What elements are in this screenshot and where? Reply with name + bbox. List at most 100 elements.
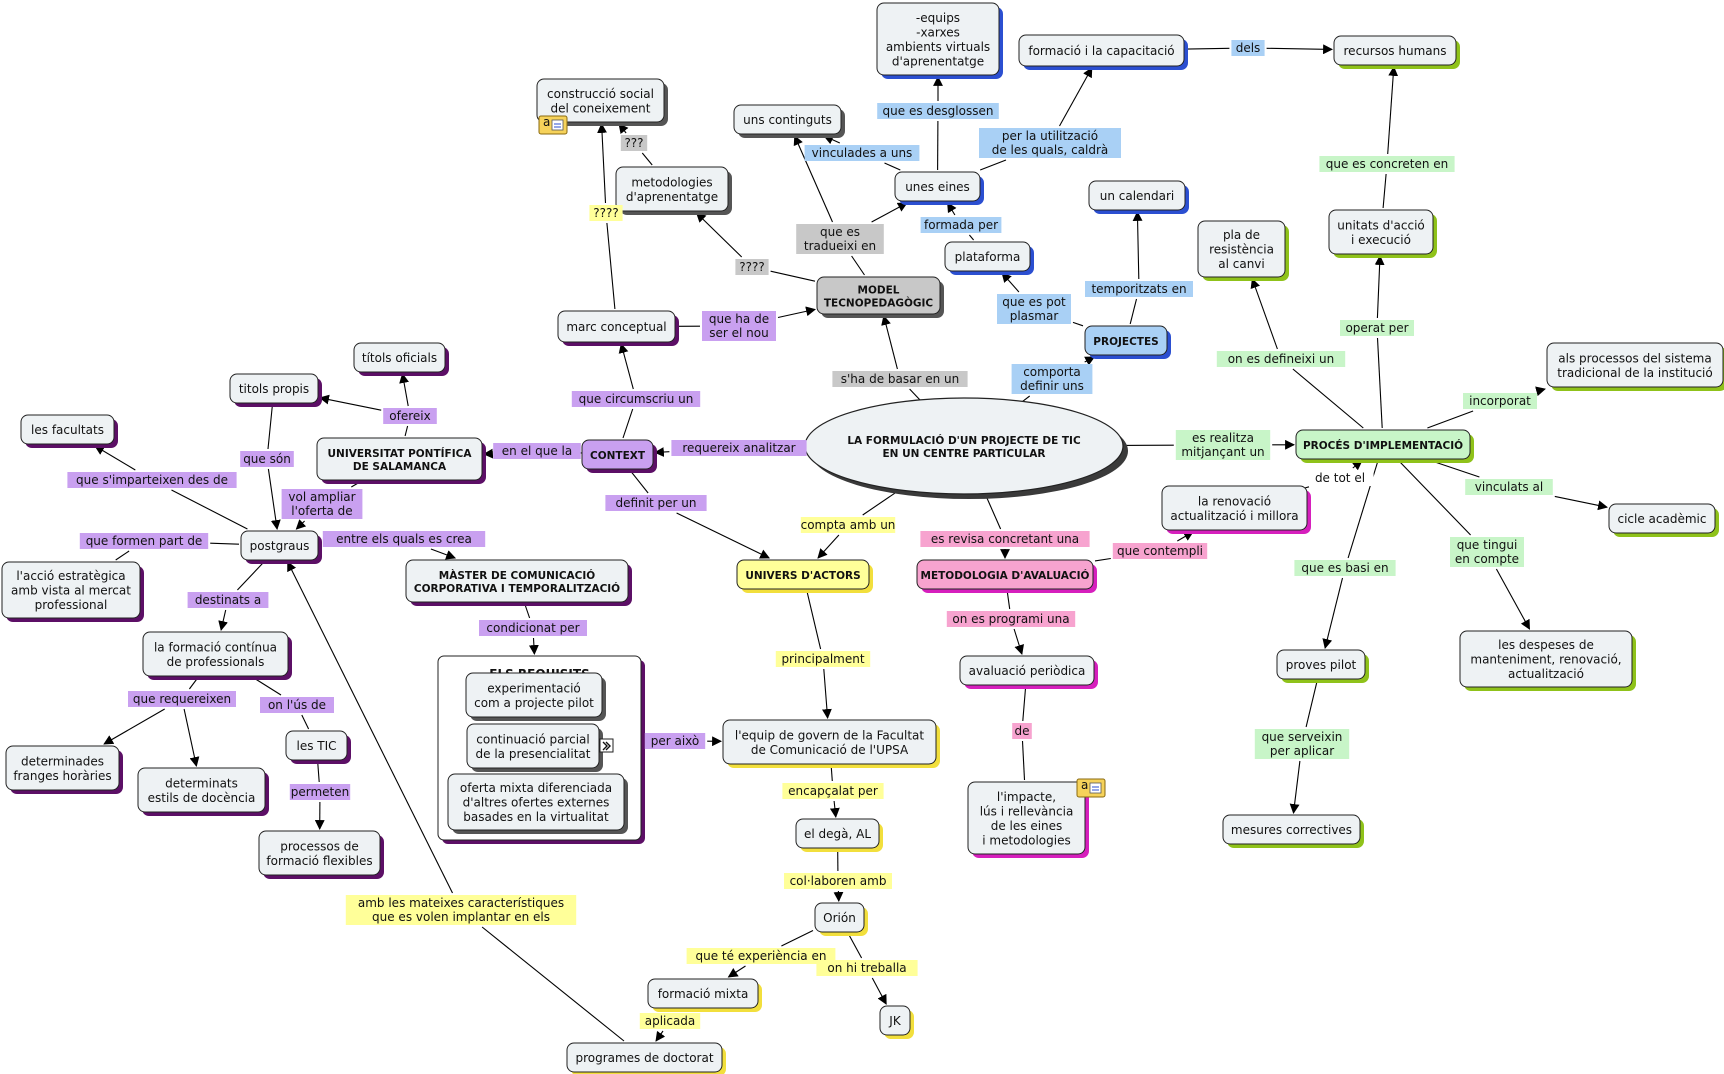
node-orion[interactable]: Orión [814,902,868,936]
link-label-l03: que circumscriu un [571,391,701,407]
node-formacio_mixta[interactable]: formació mixta [647,978,762,1012]
link-label-l31: principalment [775,651,871,667]
connector-line [1129,298,1138,325]
node-label: unes eines [905,180,970,194]
connector-line [806,590,822,650]
node-continguts[interactable]: uns continguts [733,104,845,138]
node-recursos[interactable]: recursos humans [1333,35,1460,69]
node-label: uns continguts [743,113,832,127]
connector-line [524,603,531,619]
node-programes[interactable]: programes de doctorat [566,1042,726,1074]
svg-text:que circumscriu un: que circumscriu un [579,392,694,406]
link-label-l41: ofereix [383,408,437,424]
node-label: proves pilot [1286,658,1357,672]
svg-text:que són: que són [243,452,291,466]
connector-line [1374,255,1385,319]
node-proces[interactable]: PROCÉS D'IMPLEMENTACIÓ [1295,429,1474,463]
node-titols_propis[interactable]: titols propis [229,373,322,407]
connector-line [817,534,840,559]
node-calendari[interactable]: un calendari [1088,180,1189,214]
connector-line [727,965,746,978]
connector-line [1132,211,1143,280]
svg-text:que formen part de: que formen part de [86,534,203,548]
connector-line [1250,278,1278,350]
node-univers[interactable]: UNIVERS D'ACTORS [736,559,873,593]
connector-line [528,637,539,655]
connector-line [630,470,649,494]
node-plataforma[interactable]: plataforma [944,241,1034,275]
svg-text:en el que la: en el que la [502,444,572,458]
svg-text:requereix analitzar: requereix analitzar [682,441,795,455]
link-label-l11: dels [1231,40,1265,56]
node-titols_oficials[interactable]: títols oficials [353,342,449,376]
note-icon[interactable]: a [1076,778,1106,798]
link-label-l30: compta amb un [801,517,895,533]
link-label-l44: que s'imparteixen des de [67,472,237,488]
connector-line [1322,577,1344,649]
link-label-l29: de [1012,723,1032,739]
node-jk[interactable]: JK [879,1005,914,1039]
expand-icon[interactable] [599,738,614,753]
node-label: les facultats [31,423,104,437]
node-avaluacio[interactable]: avaluació periòdica [959,655,1098,689]
connector-line [430,548,457,560]
connection-lines [94,44,1608,1042]
node-mesures[interactable]: mesures correctives [1222,814,1364,848]
node-label: titols propis [239,382,309,396]
node-facultats[interactable]: les facultats [20,414,118,448]
connector-line [676,512,770,559]
node-tic[interactable]: les TIC [285,730,351,764]
node-eines[interactable]: unes eines [894,171,984,205]
note-icon[interactable]: a [538,115,568,135]
node-postgraus[interactable]: postgraus [240,530,322,564]
connector-line [1376,337,1383,429]
node-cicle[interactable]: cicle acadèmic [1608,503,1719,537]
node-formacio_cap[interactable]: formació i la capacitació [1018,34,1188,70]
link-label-l39: en el que la [493,443,581,459]
connector-line [267,468,281,530]
node-label: recursos humans [1344,44,1447,58]
node-context[interactable]: CONTEXT [581,439,657,473]
svg-text:per això: per això [651,734,700,748]
connector-line [641,152,653,166]
node-proves[interactable]: proves pilot [1276,649,1369,683]
node-metodologia[interactable]: METODOLOGIA D'AVALUACIÓ [916,559,1097,593]
link-label-l45: que formen part de [79,533,209,549]
node-marc[interactable]: marc conceptual [557,310,679,346]
node-projectes[interactable]: PROJECTES [1084,325,1171,359]
connector-line [984,493,1002,530]
node-label: PROCÉS D'IMPLEMENTACIÓ [1303,439,1463,452]
node-dega[interactable]: el degà, AL [795,818,883,852]
